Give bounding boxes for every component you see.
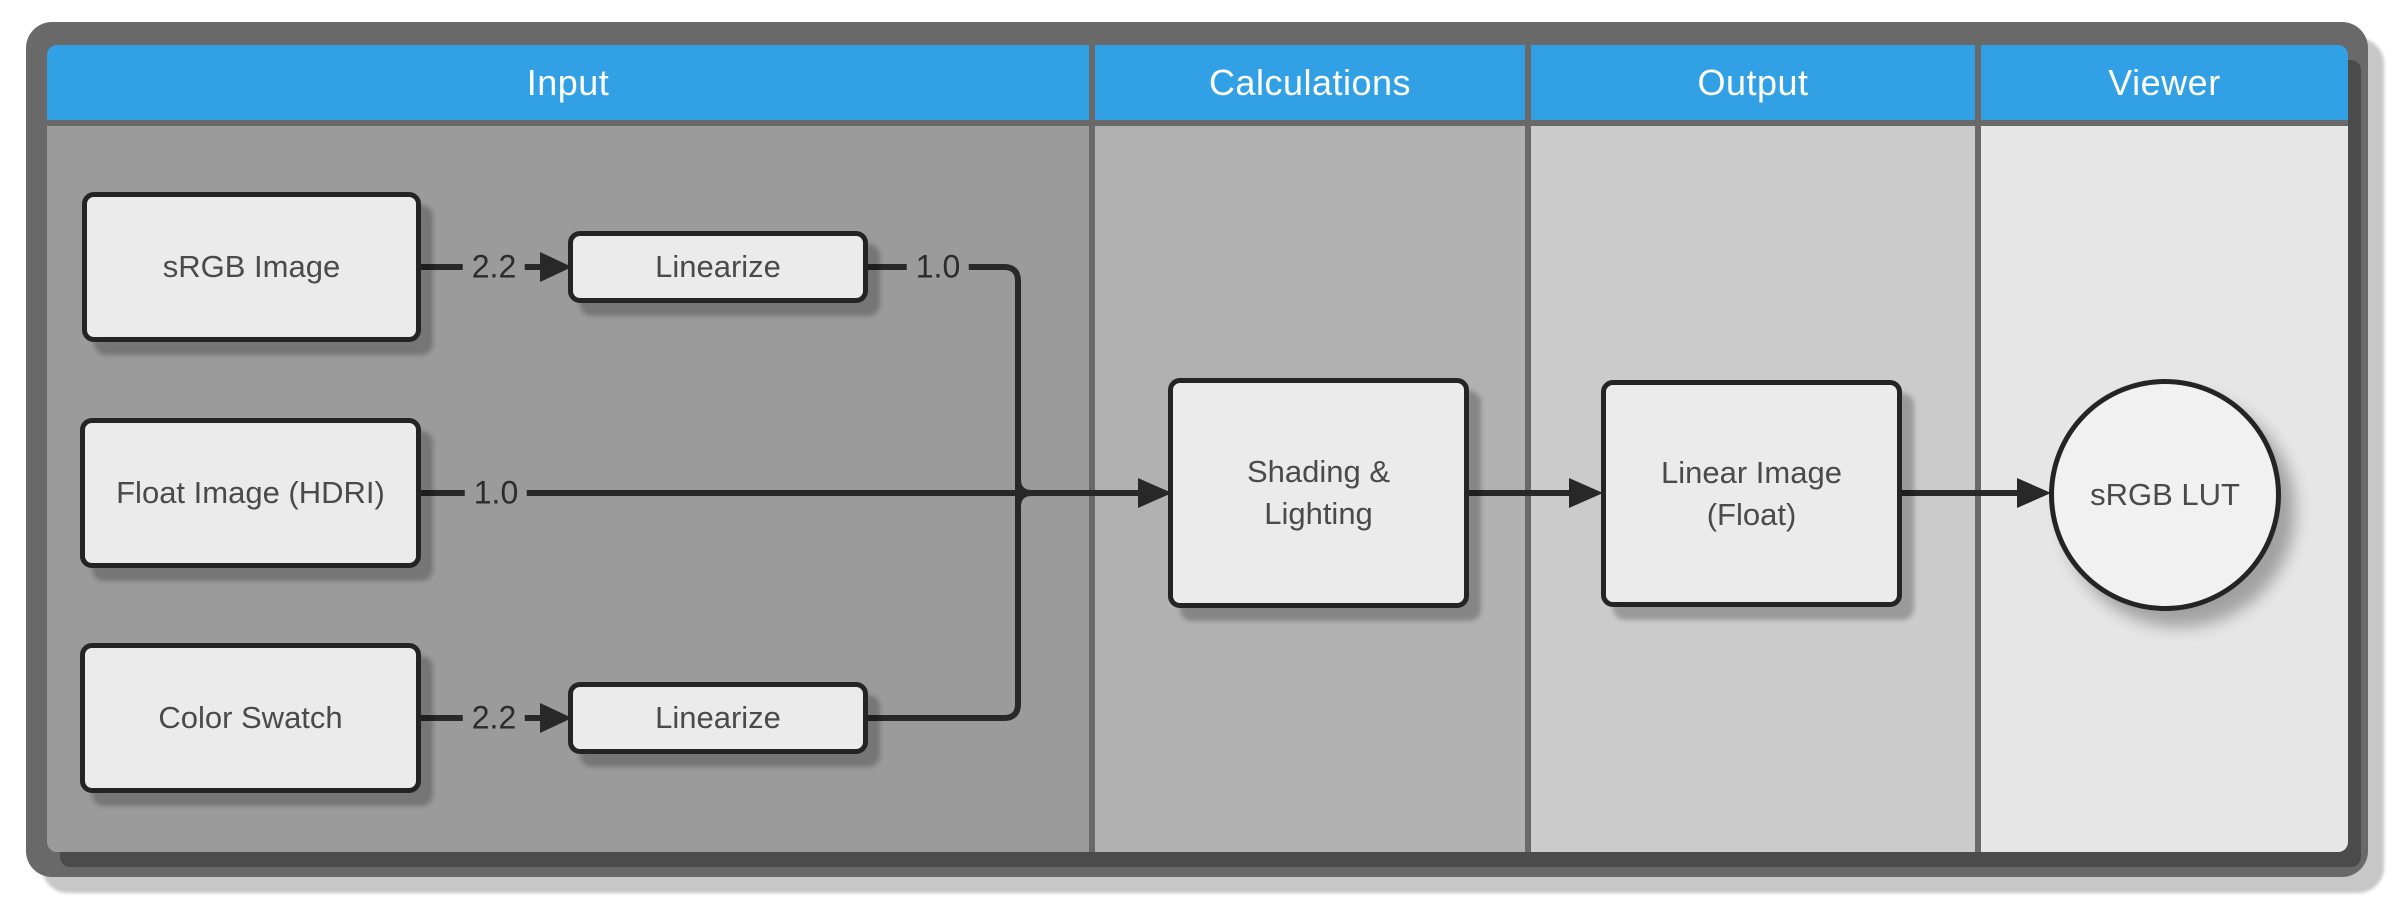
column-header-input: Input: [47, 45, 1089, 120]
node-srgb-image: sRGB Image: [82, 192, 421, 342]
column-header-output: Output: [1531, 45, 1975, 120]
node-linearize-top-label: Linearize: [655, 249, 781, 285]
node-float-image-label: Float Image (HDRI): [116, 475, 385, 511]
node-float-image: Float Image (HDRI): [80, 418, 421, 568]
node-linear-image: Linear Image (Float): [1601, 380, 1902, 607]
node-shading-lighting: Shading & Lighting: [1168, 378, 1469, 608]
arrowhead-shading: [1138, 478, 1172, 508]
column-header-viewer: Viewer: [1981, 45, 2348, 120]
node-srgb-lut-label: sRGB LUT: [2090, 477, 2240, 513]
arrowhead-linearize-bottom: [540, 703, 572, 733]
edge-label-swatch-gamma: 2.2: [462, 699, 526, 737]
node-shading-lighting-label: Shading & Lighting: [1246, 454, 1391, 531]
node-linearize-bottom-label: Linearize: [655, 700, 781, 736]
arrowhead-linear-image: [1569, 478, 1603, 508]
node-color-swatch: Color Swatch: [80, 643, 421, 793]
header-row: Input Calculations Output Viewer: [47, 45, 2348, 120]
node-linearize-bottom: Linearize: [568, 682, 868, 754]
node-linearize-top: Linearize: [568, 231, 868, 303]
edge-label-srgb-gamma: 2.2: [462, 248, 526, 286]
node-color-swatch-label: Color Swatch: [158, 700, 343, 736]
edge-label-srgb-linear: 1.0: [906, 248, 970, 286]
edge-label-float-linear: 1.0: [464, 474, 528, 512]
node-srgb-image-label: sRGB Image: [162, 249, 341, 285]
node-srgb-lut: sRGB LUT: [2049, 379, 2281, 611]
node-linear-image-label: Linear Image (Float): [1661, 454, 1842, 532]
arrowhead-srgb-lut: [2017, 478, 2051, 508]
column-header-calculations: Calculations: [1095, 45, 1525, 120]
arrowhead-linearize-top: [540, 252, 572, 282]
